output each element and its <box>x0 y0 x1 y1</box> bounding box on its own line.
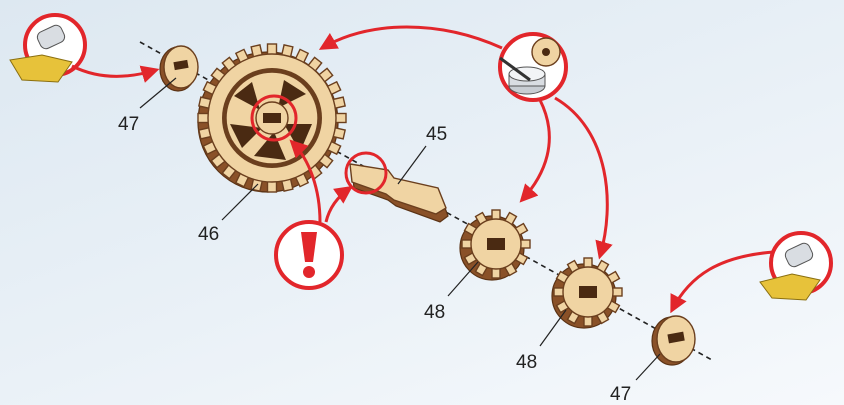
arrow-warning-to-axle <box>326 188 350 222</box>
sandpaper-icon <box>10 15 85 82</box>
arrow-glue-to-48a <box>522 100 549 200</box>
gear-48-a <box>460 210 530 280</box>
gear-46 <box>198 44 346 192</box>
sandpaper-icon-2 <box>760 233 831 300</box>
leader-46 <box>222 184 258 220</box>
spacer-47-top <box>160 46 198 91</box>
label-47-top: 47 <box>118 114 139 135</box>
warning-icon <box>276 222 342 288</box>
spacer-47-bottom <box>652 316 695 365</box>
label-46: 46 <box>198 224 219 245</box>
arrow-sandpaper-to-47b <box>672 252 774 310</box>
arrow-glue-to-46 <box>322 27 502 48</box>
label-45: 45 <box>426 124 447 145</box>
label-48-a: 48 <box>424 302 445 323</box>
leader-48a <box>448 262 478 296</box>
label-48-b: 48 <box>516 352 537 373</box>
label-47-bottom: 47 <box>610 384 631 405</box>
arrow-glue-to-48b <box>555 98 607 256</box>
gear-48-b <box>552 258 622 328</box>
leader-47-top <box>140 78 176 108</box>
leader-48b <box>540 310 566 346</box>
leader-45 <box>398 146 426 184</box>
glue-icon <box>500 34 566 100</box>
leader-47-bottom <box>636 354 660 380</box>
arrow-sandpaper-to-47 <box>72 66 156 76</box>
